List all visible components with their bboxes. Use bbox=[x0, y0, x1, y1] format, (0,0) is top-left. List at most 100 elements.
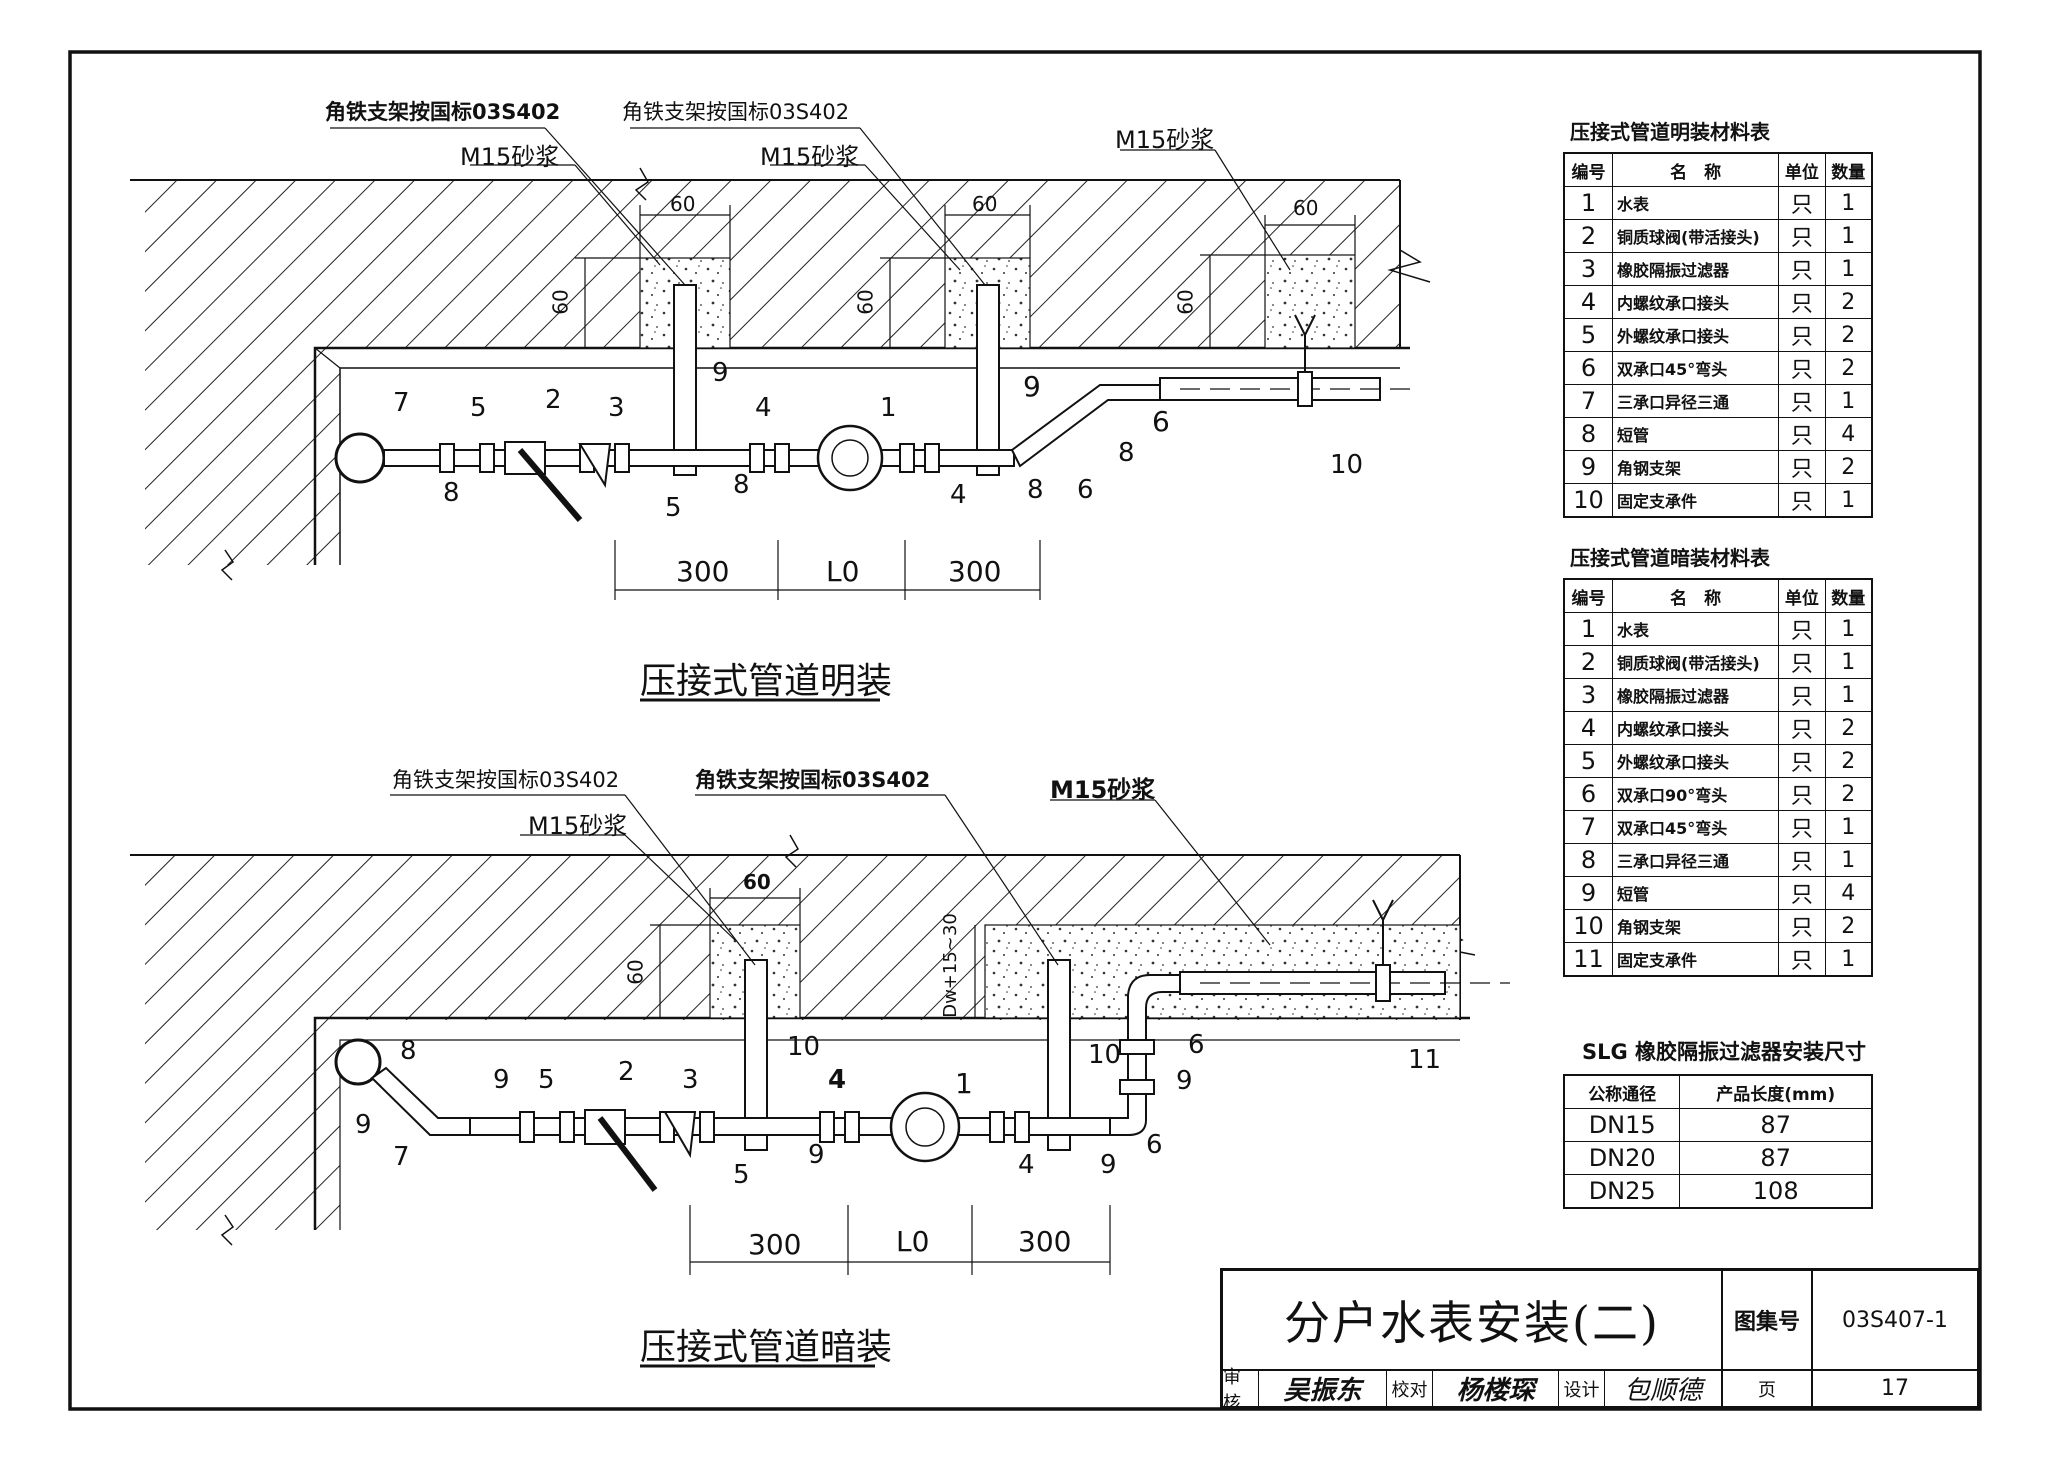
atlas-no-cell: 03S407-1 bbox=[1813, 1271, 1977, 1371]
top-tag-3: 3 bbox=[608, 393, 625, 423]
bottom-mortar-1: M15砂浆 bbox=[528, 812, 628, 840]
bottom-elbow-45 bbox=[370, 1066, 471, 1136]
sheet-border bbox=[68, 50, 1982, 1411]
table-exposed-caption: 压接式管道明装材料表 bbox=[1570, 120, 1770, 144]
check-signature: 杨楼琛 bbox=[1456, 1376, 1535, 1406]
atlas-label-cell: 图集号 bbox=[1723, 1271, 1813, 1371]
item-number: 10 bbox=[1563, 909, 1614, 943]
design-label: 设计 bbox=[1563, 1379, 1600, 1401]
item-name: 内螺纹承口接头 bbox=[1612, 285, 1780, 319]
item-unit: 只 bbox=[1778, 942, 1826, 977]
top-tag-8a: 8 bbox=[443, 478, 460, 508]
bottom-mortar-2: M15砂浆 bbox=[1050, 776, 1156, 804]
bottom-dim-300-left: 300 bbox=[748, 1228, 802, 1261]
item-name: 角钢支架 bbox=[1612, 450, 1780, 484]
item-quantity: 1 bbox=[1824, 612, 1873, 646]
col-header-name: 名 称 bbox=[1612, 152, 1780, 187]
bottom-angle-support-2 bbox=[1047, 959, 1071, 1151]
bottom-dim-l0: L0 bbox=[896, 1225, 930, 1258]
bottom-tag-9e: 9 bbox=[1176, 1066, 1193, 1096]
item-quantity: 2 bbox=[1824, 777, 1873, 811]
item-name: 外螺纹承口接头 bbox=[1612, 318, 1780, 352]
item-quantity: 2 bbox=[1824, 909, 1873, 943]
item-name: 角钢支架 bbox=[1612, 909, 1780, 943]
top-tag-10: 10 bbox=[1330, 450, 1364, 480]
item-quantity: 2 bbox=[1824, 450, 1873, 484]
bottom-tag-9b: 9 bbox=[493, 1065, 510, 1095]
item-number: 11 bbox=[1563, 942, 1614, 977]
item-unit: 只 bbox=[1778, 744, 1826, 778]
product-length: 87 bbox=[1679, 1141, 1873, 1175]
top-tag-5a: 5 bbox=[470, 393, 487, 423]
item-name: 三承口异径三通 bbox=[1612, 384, 1780, 418]
item-quantity: 4 bbox=[1824, 876, 1873, 910]
item-unit: 只 bbox=[1778, 843, 1826, 877]
item-name: 固定支承件 bbox=[1612, 942, 1780, 977]
item-number: 3 bbox=[1563, 252, 1614, 286]
item-unit: 只 bbox=[1778, 351, 1826, 385]
top-mortar-2: M15砂浆 bbox=[760, 143, 860, 171]
title-block: 分户水表安装(二) 图集号 03S407-1 审核 吴振东 校对 杨楼琛 设计 … bbox=[1220, 1268, 1980, 1414]
col-header-length: 产品长度(mm) bbox=[1679, 1074, 1873, 1109]
item-unit: 只 bbox=[1778, 285, 1826, 319]
bottom-tag-5b: 5 bbox=[733, 1160, 750, 1190]
bottom-riser-pipe bbox=[334, 1038, 382, 1086]
item-quantity: 1 bbox=[1824, 483, 1873, 518]
top-dim-l0: L0 bbox=[826, 555, 860, 588]
riser-pipe bbox=[334, 432, 386, 484]
col-header-unit: 单位 bbox=[1778, 152, 1826, 187]
item-number: 1 bbox=[1563, 186, 1614, 220]
item-unit: 只 bbox=[1778, 810, 1826, 844]
bottom-tag-3: 3 bbox=[682, 1065, 699, 1095]
item-quantity: 2 bbox=[1824, 351, 1873, 385]
item-quantity: 4 bbox=[1824, 417, 1873, 451]
atlas-number: 03S407-1 bbox=[1842, 1307, 1948, 1333]
check-label-cell: 校对 bbox=[1387, 1371, 1433, 1406]
item-quantity: 1 bbox=[1824, 810, 1873, 844]
item-name: 短管 bbox=[1612, 417, 1780, 451]
item-unit: 只 bbox=[1778, 450, 1826, 484]
item-number: 9 bbox=[1563, 876, 1614, 910]
item-number: 3 bbox=[1563, 678, 1614, 712]
bottom-tag-9c: 9 bbox=[808, 1140, 825, 1170]
top-tag-8b: 8 bbox=[733, 470, 750, 500]
item-name: 水表 bbox=[1612, 186, 1780, 220]
col-header-no: 编号 bbox=[1563, 578, 1614, 613]
col-header-dn: 公称通径 bbox=[1563, 1074, 1681, 1109]
page-number: 17 bbox=[1881, 1376, 1909, 1401]
check-label: 校对 bbox=[1391, 1379, 1428, 1401]
top-tag-7: 7 bbox=[393, 388, 410, 418]
review-signature-cell: 吴振东 bbox=[1259, 1371, 1387, 1406]
item-unit: 只 bbox=[1778, 417, 1826, 451]
bottom-angle-support-1 bbox=[744, 959, 768, 1151]
top-support-note-1: 角铁支架按国标03S402 bbox=[325, 100, 561, 124]
item-number: 8 bbox=[1563, 843, 1614, 877]
product-length: 87 bbox=[1679, 1108, 1873, 1142]
top-dim-60-v1: 60 bbox=[548, 289, 573, 315]
top-tag-4b: 4 bbox=[950, 480, 967, 510]
top-tag-9a: 9 bbox=[712, 358, 729, 388]
top-tag-2: 2 bbox=[545, 385, 562, 415]
top-mortar-1: M15砂浆 bbox=[460, 143, 560, 171]
item-quantity: 1 bbox=[1824, 678, 1873, 712]
page-label: 页 bbox=[1758, 1379, 1776, 1401]
item-quantity: 2 bbox=[1824, 318, 1873, 352]
bottom-tag-9a: 9 bbox=[355, 1110, 372, 1140]
pipe-run bbox=[383, 449, 1015, 467]
item-unit: 只 bbox=[1778, 909, 1826, 943]
item-name: 内螺纹承口接头 bbox=[1612, 711, 1780, 745]
bottom-view bbox=[130, 794, 1510, 1368]
